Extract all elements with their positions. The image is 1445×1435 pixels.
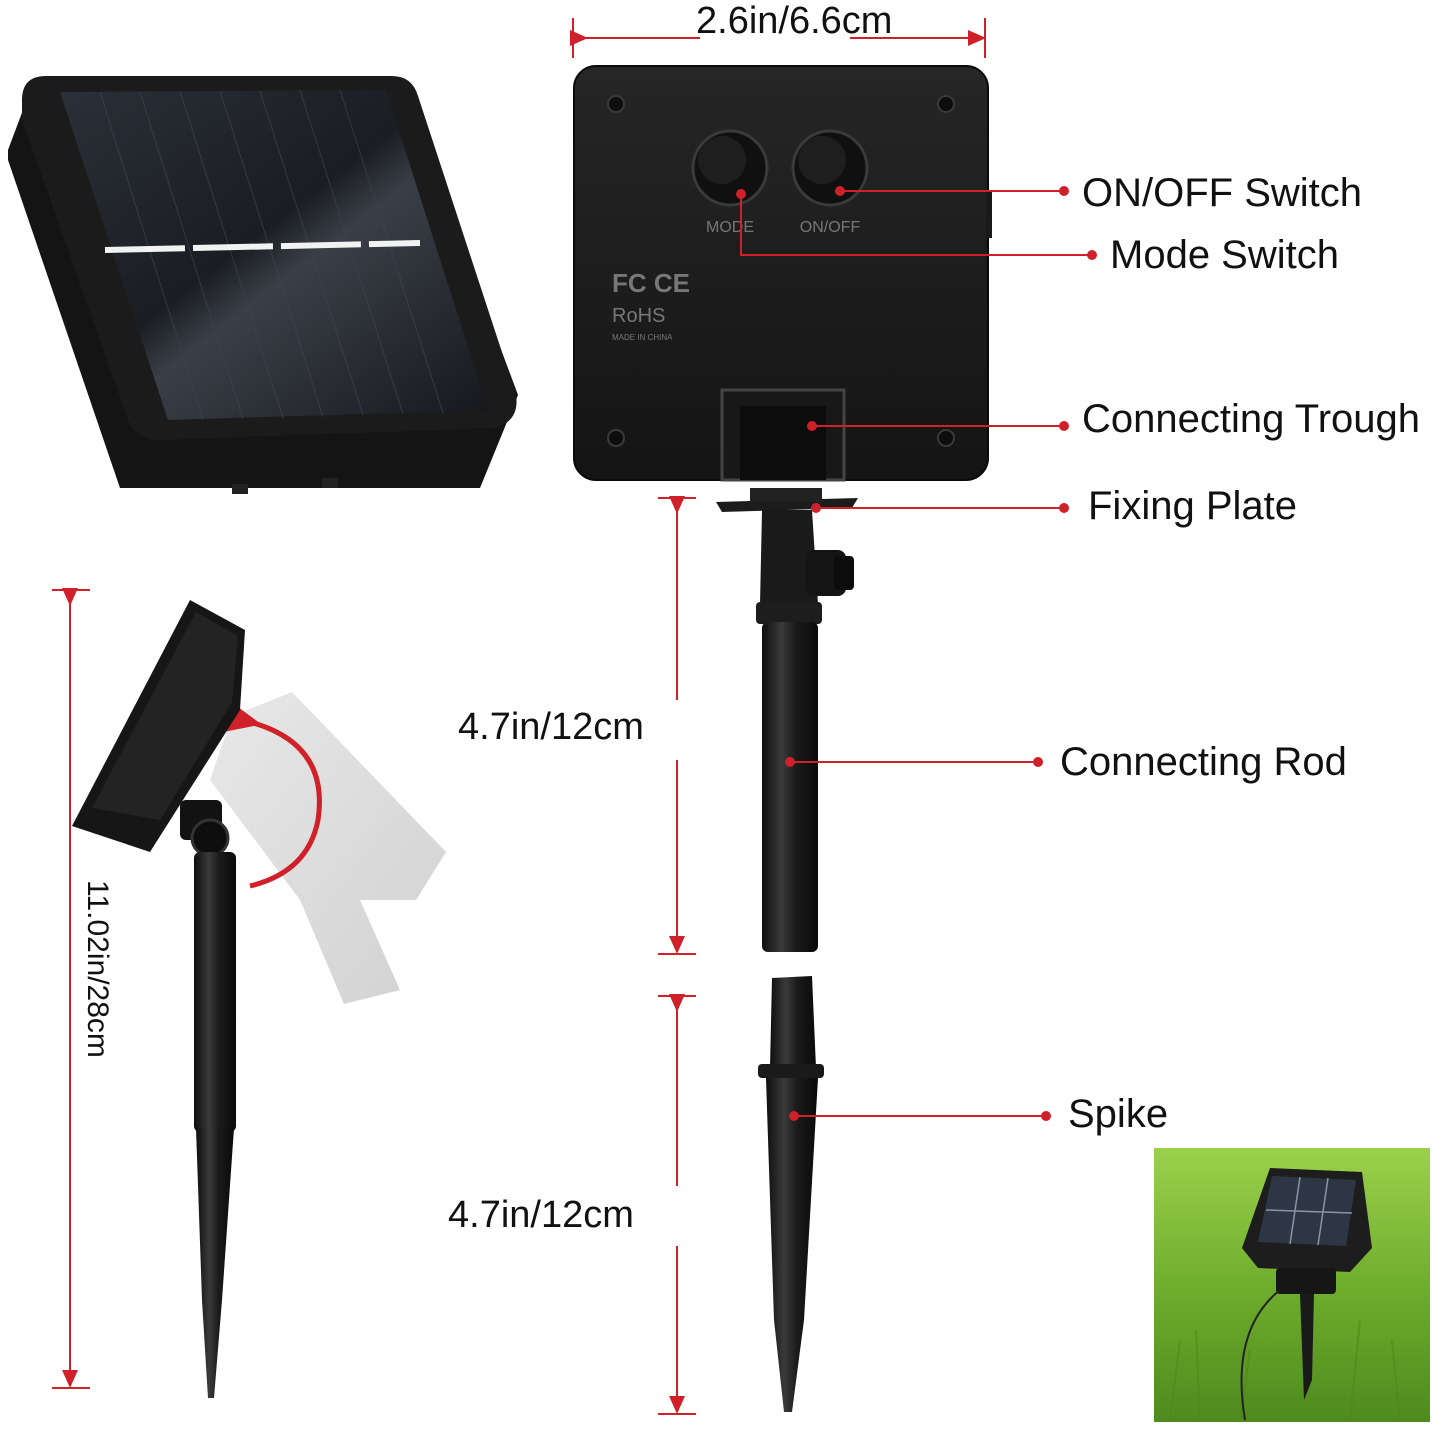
total-height-dimension <box>52 588 90 1389</box>
connecting-rod-assembly <box>716 488 858 952</box>
origin-mark: MADE IN CHINA <box>612 333 673 342</box>
inset-photo <box>1154 1148 1430 1422</box>
spike-label: Spike <box>1068 1092 1169 1136</box>
spike <box>766 1078 818 1412</box>
total-height-label: 11.02in/28cm <box>81 880 114 1058</box>
certification-marks: FC CE <box>612 268 690 298</box>
on-off-button-label: ON/OFF <box>800 219 861 236</box>
mode-switch-label: Mode Switch <box>1110 233 1339 277</box>
rohs-mark: RoHS <box>612 305 665 327</box>
assembled-stake-view <box>72 600 446 1398</box>
width-dimension <box>570 18 986 58</box>
screw-icon <box>937 95 955 113</box>
connecting-rod <box>762 622 818 952</box>
screw-icon <box>607 429 625 447</box>
spike-dimension <box>658 994 696 1415</box>
connecting-trough-label: Connecting Trough <box>1082 397 1421 441</box>
connecting-rod-label: Connecting Rod <box>1060 740 1347 784</box>
rod-dimension <box>658 496 696 955</box>
on-off-switch-label: ON/OFF Switch <box>1082 171 1363 215</box>
solar-panel-top-view <box>8 76 518 494</box>
screw-icon <box>937 429 955 447</box>
callout-lines <box>736 186 1097 1121</box>
width-dimension-label: 2.6in/6.6cm <box>696 0 893 42</box>
spike-length-label: 4.7in/12cm <box>448 1194 634 1236</box>
rod-length-label: 4.7in/12cm <box>458 706 644 748</box>
control-box-back: MODE ON/OFF FC CE RoHS MADE IN CHINA <box>573 65 992 482</box>
mode-button-label: MODE <box>706 219 754 236</box>
spike-part <box>758 976 824 1412</box>
fixing-plate-label: Fixing Plate <box>1088 484 1297 528</box>
screw-icon <box>607 95 625 113</box>
